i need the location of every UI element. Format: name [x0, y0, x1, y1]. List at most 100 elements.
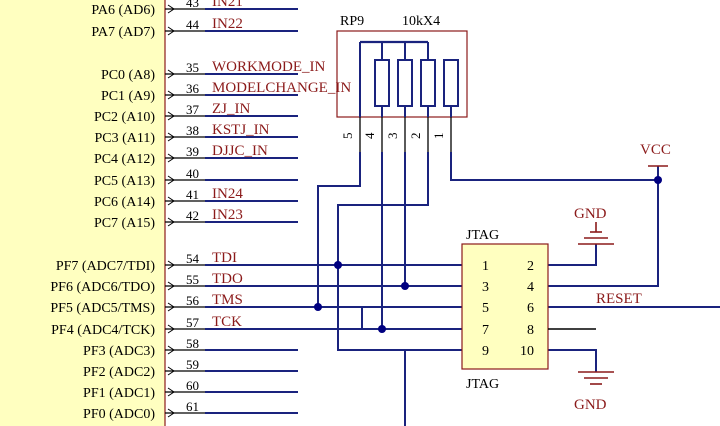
net-label: TCK	[212, 314, 242, 330]
pullup-wires	[317, 152, 658, 330]
gnd-bottom-label: GND	[574, 397, 607, 413]
wire-vcc	[548, 166, 659, 287]
mcu-pin-marker	[167, 69, 175, 79]
junction-dot	[654, 176, 662, 184]
net-label: IN23	[212, 207, 243, 223]
gnd-bottom-symbol	[578, 371, 614, 385]
mcu-pin-marker	[167, 153, 175, 163]
net-label: TDO	[212, 271, 243, 287]
gnd-top-label: GND	[574, 206, 607, 222]
mcu-pin-marker	[167, 260, 175, 270]
mcu-pin-marker	[167, 281, 175, 291]
mcu-pin-number: 54	[186, 251, 200, 266]
mcu-pin-label: PC3 (A11)	[94, 131, 155, 146]
mcu-pin-label: PC5 (A13)	[94, 174, 155, 189]
mcu-pin-label: PC7 (A15)	[94, 216, 155, 231]
mcu-pin-marker	[167, 175, 175, 185]
mcu-pin-number: 43	[186, 0, 199, 10]
rp9-pin-number: 2	[408, 133, 423, 140]
mcu-pin-marker	[167, 408, 175, 418]
junction-dot	[378, 325, 386, 333]
jtag-pin-number: 1	[482, 259, 489, 274]
mcu-pin-marker	[167, 132, 175, 142]
mcu-pin-label: PA6 (AD6)	[91, 3, 155, 18]
jtag-pin-number: 6	[527, 301, 534, 316]
wire-rp9-pin1-vcc	[450, 152, 658, 181]
net-label: TMS	[212, 292, 243, 308]
mcu-pin-marker	[167, 4, 175, 14]
net-label: IN21	[212, 0, 243, 10]
mcu-pin-number: 40	[186, 166, 199, 181]
mcu-pin-label: PC0 (A8)	[101, 68, 155, 83]
mcu-pin-label: PC4 (A12)	[94, 152, 155, 167]
mcu-body	[0, 0, 166, 426]
rp9-body	[336, 30, 468, 118]
jtag-label-bottom: JTAG	[466, 377, 499, 392]
rp9-value: 10kX4	[402, 14, 440, 29]
mcu-pin-label: PC1 (A9)	[101, 89, 155, 104]
mcu-pin-number: 36	[186, 81, 200, 96]
mcu-pin-label: PF7 (ADC7/TDI)	[56, 259, 156, 274]
jtag-body	[461, 243, 549, 370]
rp9-resistor	[374, 59, 390, 107]
mcu-pin-marker	[167, 345, 175, 355]
vcc-label: VCC	[640, 142, 671, 158]
rp9-designator: RP9	[340, 14, 364, 29]
junction-dot	[314, 303, 322, 311]
mcu-pin-number: 44	[186, 17, 200, 32]
jtag-pin-number: 4	[527, 280, 534, 295]
mcu-pin-label: PF0 (ADC0)	[83, 407, 155, 422]
jtag-pin-number: 7	[482, 323, 489, 338]
junction-dot	[334, 261, 342, 269]
mcu-pin-number: 57	[186, 315, 200, 330]
jtag-pin-number: 8	[527, 323, 534, 338]
mcu-pin-label: PC2 (A10)	[94, 110, 155, 125]
mcu-pin-number: 35	[186, 60, 199, 75]
mcu-pin-marker	[167, 196, 175, 206]
net-label: IN22	[212, 16, 243, 32]
mcu-pin-label: PF1 (ADC1)	[83, 386, 155, 401]
net-label: DJJC_IN	[212, 143, 268, 159]
mcu-pin-label: PF3 (ADC3)	[83, 344, 155, 359]
mcu-pin-number: 41	[186, 187, 199, 202]
net-label: MODELCHANGE_IN	[212, 80, 351, 96]
mcu-pin-marker	[167, 217, 175, 227]
rp9-resistor	[397, 59, 413, 107]
mcu-pin-marker	[167, 366, 175, 376]
mcu-pin-marker	[167, 26, 175, 36]
rp9-pin-number: 5	[340, 133, 355, 140]
rp9-resistor	[443, 59, 459, 107]
net-label: ZJ_IN	[212, 101, 250, 117]
jtag-pin-number: 9	[482, 344, 489, 359]
mcu-pin-label: PC6 (A14)	[94, 195, 155, 210]
jtag-pin-number: 2	[527, 259, 534, 274]
mcu-pin-number: 39	[186, 144, 199, 159]
mcu-pin-number: 56	[186, 293, 200, 308]
wire-rp9-pin5-tms	[317, 152, 361, 308]
mcu-pin-marker	[167, 302, 175, 312]
jtag-label-top: JTAG	[466, 228, 499, 243]
mcu-pin-number: 37	[186, 102, 200, 117]
rp9-pin-number: 3	[385, 133, 400, 140]
mcu-pin-number: 38	[186, 123, 199, 138]
wire-gnd-bottom	[548, 349, 597, 372]
rp9-pin-number: 1	[431, 133, 446, 140]
jtag-pin-number: 5	[482, 301, 489, 316]
net-label: IN24	[212, 186, 243, 202]
wire-tdi-pin9	[337, 265, 462, 351]
mcu-pin-marker	[167, 111, 175, 121]
gnd-top-symbol	[578, 222, 614, 245]
jtag-pin-number: 3	[482, 280, 489, 295]
reset-net-label: RESET	[596, 291, 642, 307]
mcu-pin-label: PF4 (ADC4/TCK)	[51, 323, 155, 338]
net-label: WORKMODE_IN	[212, 59, 325, 75]
net-label: TDI	[212, 250, 237, 266]
wire-gnd-top	[548, 244, 597, 266]
mcu-pin-label: PF5 (ADC5/TMS)	[50, 301, 155, 316]
mcu-pin-label: PF2 (ADC2)	[83, 365, 155, 380]
mcu-pin-label: PF6 (ADC6/TDO)	[50, 280, 155, 295]
